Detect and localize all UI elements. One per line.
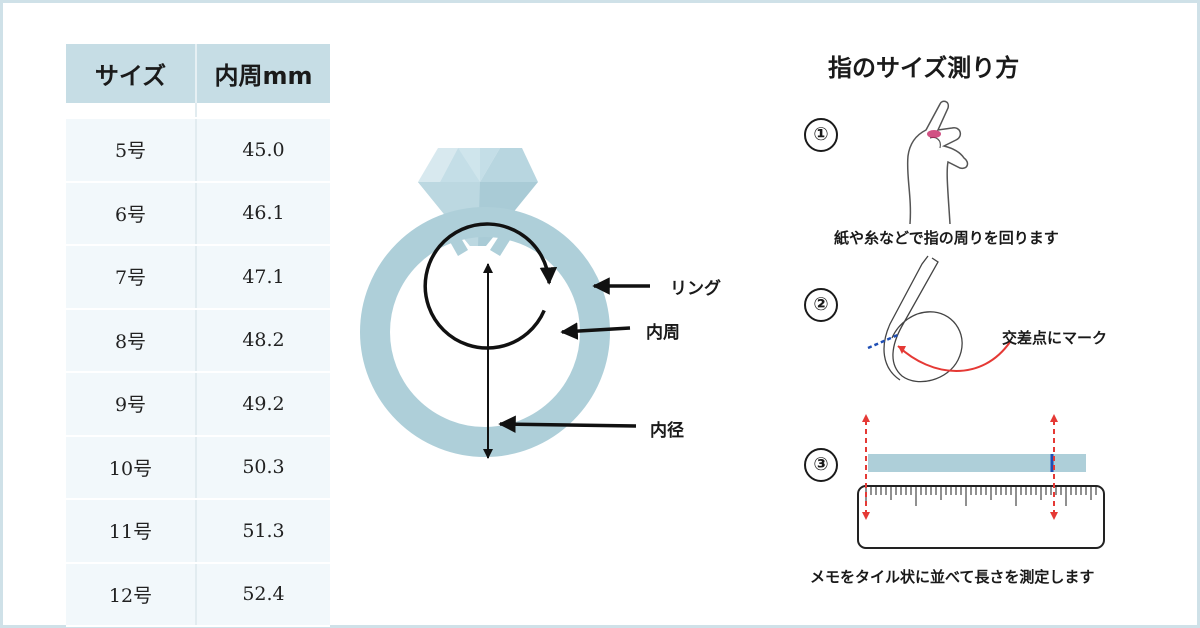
paper-strip: [868, 454, 1086, 472]
step-3-caption: メモをタイル状に並べて長さを測定します: [810, 568, 1095, 586]
size-cell: 9号: [66, 372, 197, 437]
inner-circumference-arc: [423, 222, 558, 350]
header-size: サイズ: [66, 44, 197, 103]
table-row: 8号 48.2: [66, 308, 330, 373]
step-3-number: ③: [804, 448, 838, 482]
step-1-caption: 紙や糸などで指の周りを回ります: [834, 229, 1059, 247]
inner-cell: 45.0: [196, 118, 330, 183]
inner-diameter-pointer-arrow: [498, 415, 637, 433]
table-row: 11号 51.3: [66, 499, 330, 564]
inner-cell: 51.3: [196, 499, 330, 564]
size-cell: 6号: [66, 181, 197, 246]
table-gap: [66, 103, 330, 119]
table-row: 5号 45.0: [66, 118, 330, 183]
header-inner-circumference: 内周mm: [196, 44, 330, 103]
table-row: 9号 49.2: [66, 372, 330, 437]
table-header-row: サイズ 内周mm: [66, 44, 330, 103]
ruler: [857, 485, 1105, 549]
size-cell: 10号: [66, 435, 197, 500]
size-cell: 11号: [66, 499, 197, 564]
label-ring: リング: [670, 279, 721, 299]
table-row: 12号 52.4: [66, 562, 330, 627]
size-cell: 7号: [66, 245, 197, 310]
inner-cell: 48.2: [196, 308, 330, 373]
ring-diagram: [360, 148, 650, 459]
howto-title: 指のサイズ測り方: [828, 54, 1020, 82]
inner-cell: 50.3: [196, 435, 330, 500]
string-loop-icon: [867, 255, 1011, 383]
inner-cell: 46.1: [196, 181, 330, 246]
hand-icon: [906, 100, 969, 225]
size-cell: 5号: [66, 118, 197, 183]
label-inner-circumference: 内周: [646, 323, 680, 343]
inner-circumference-pointer-arrow: [560, 322, 631, 340]
step-1-number: ①: [804, 118, 838, 152]
inner-cell: 49.2: [196, 372, 330, 437]
step-2-number: ②: [804, 288, 838, 322]
label-inner-diameter: 内径: [650, 421, 684, 441]
inner-cell: 52.4: [196, 562, 330, 627]
size-cell: 12号: [66, 562, 197, 627]
step-2-caption: 交差点にマーク: [1002, 329, 1108, 347]
table-row: 6号 46.1: [66, 181, 330, 246]
ring-size-table: サイズ 内周mm 5号 45.0 6号 46.1 7号 47.1 8号 48.2…: [66, 44, 330, 627]
table-row: 10号 50.3: [66, 435, 330, 500]
size-cell: 8号: [66, 308, 197, 373]
ruler-measure-icon: [857, 414, 1105, 549]
inner-cell: 47.1: [196, 245, 330, 310]
table-row: 7号 47.1: [66, 245, 330, 310]
